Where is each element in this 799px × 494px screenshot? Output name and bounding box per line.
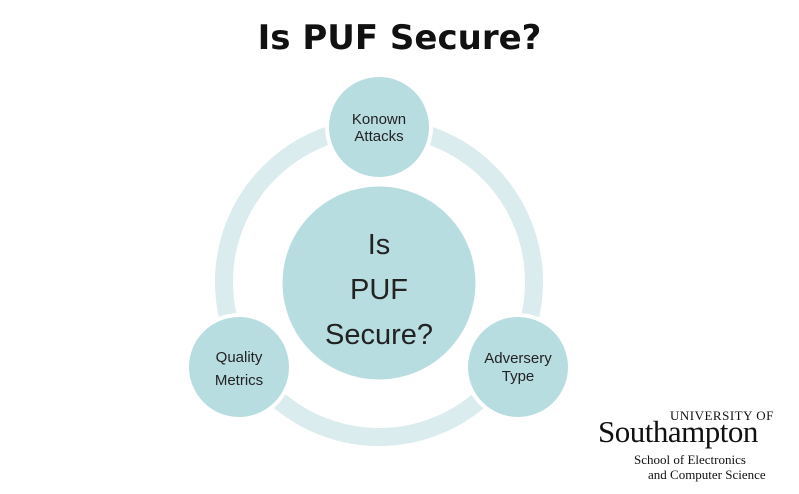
node-known-attacks-line-2: Attacks (354, 128, 403, 145)
node-quality-metrics: Quality Metrics (185, 313, 293, 421)
node-adversery-type: Adversery Type (464, 313, 572, 421)
logo-school-line-2: and Computer Science (648, 467, 766, 482)
node-known-attacks: Konown Attacks (325, 73, 433, 181)
center-label-line-1: Is (368, 229, 391, 261)
center-label-line-3: Secure? (325, 319, 433, 351)
center-node-circle (279, 183, 479, 383)
university-logo: UNIVERSITY OF Southampton School of Elec… (596, 408, 786, 484)
node-quality-metrics-line-2: Metrics (215, 372, 263, 389)
node-known-attacks-line-1: Konown (352, 111, 406, 128)
center-node: Is PUF Secure? (279, 183, 479, 383)
node-quality-metrics-circle (185, 313, 293, 421)
node-adversery-type-line-1: Adversery (484, 350, 552, 367)
node-quality-metrics-line-1: Quality (216, 349, 263, 366)
center-label-line-2: PUF (350, 274, 408, 306)
node-known-attacks-circle (325, 73, 433, 181)
node-adversery-type-circle (464, 313, 572, 421)
logo-school-line-1: School of Electronics (634, 452, 746, 467)
node-adversery-type-line-2: Type (502, 368, 535, 385)
logo-university-of: UNIVERSITY OF (670, 408, 774, 423)
logo-southampton: Southampton (598, 414, 758, 449)
slide-title: Is PUF Secure? (257, 18, 542, 58)
